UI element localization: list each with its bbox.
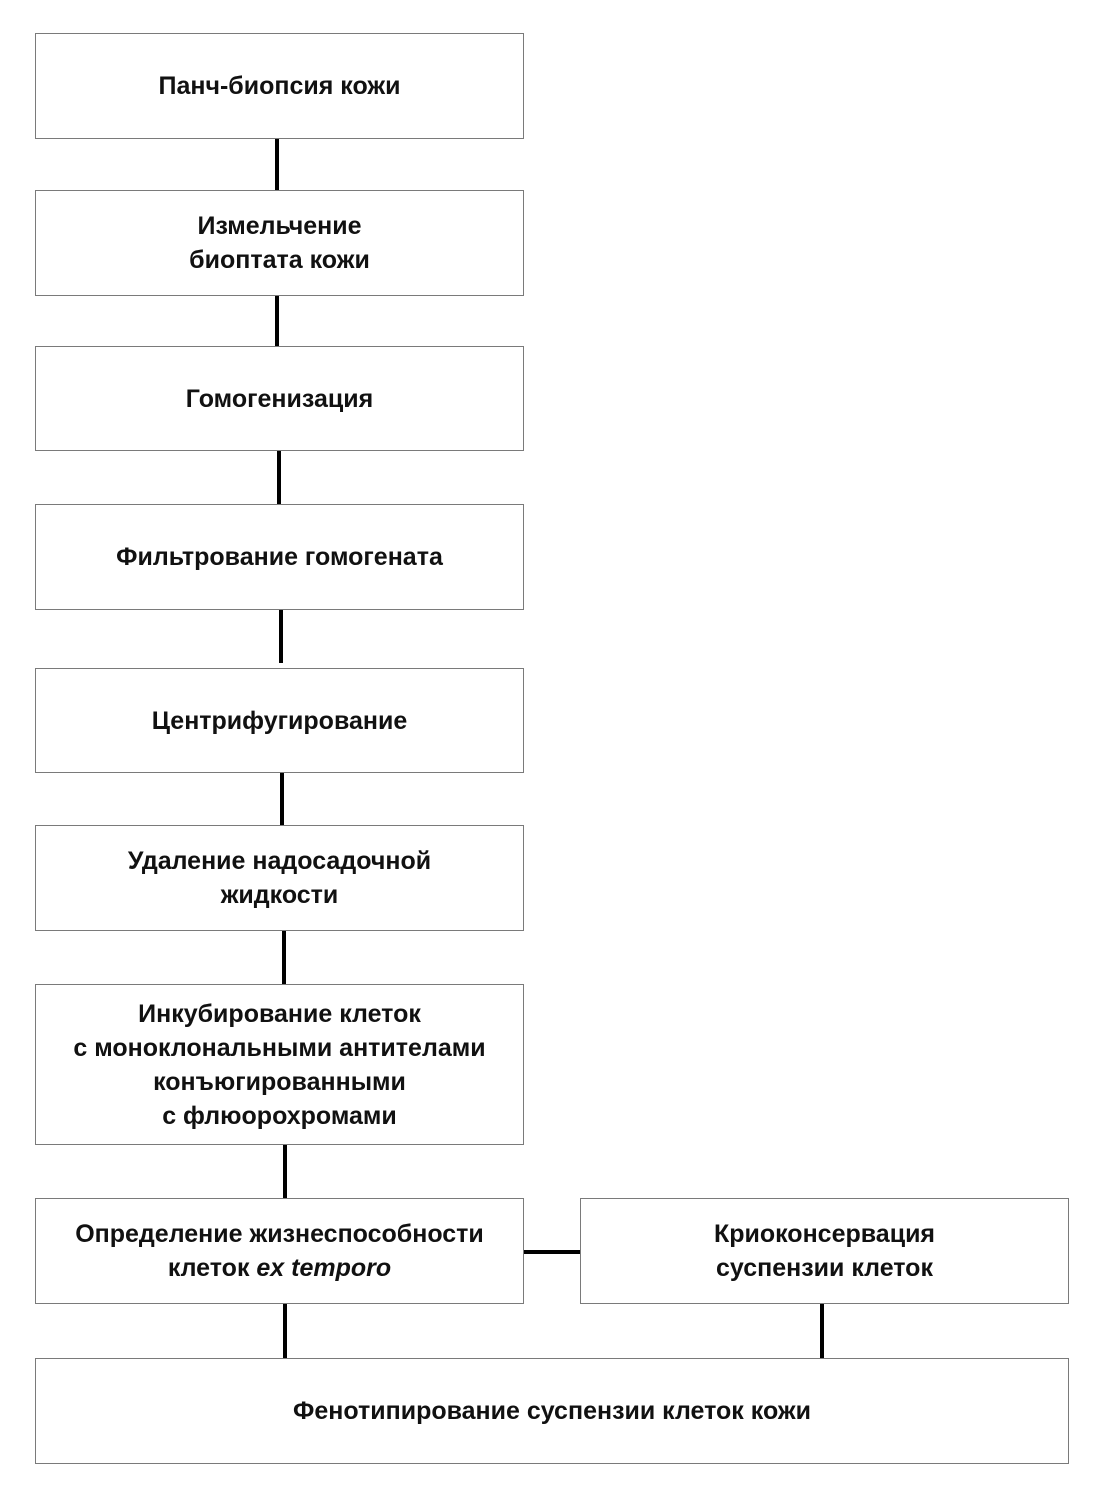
step-phenotyping: Фенотипирование суспензии клеток кожи [35,1358,1069,1464]
connector-line [283,1304,287,1358]
step-label: Панч-биопсия кожи [158,72,401,100]
step-label-line1: Измельчение [197,212,362,240]
step-label-line1: Определение жизнеспособности [75,1220,484,1248]
step-grinding: Измельчение биоптата кожи [35,190,524,296]
connector-line [275,296,279,346]
connector-line [820,1304,824,1358]
connector-line [283,1145,287,1198]
step-cryopreservation: Криоконсервация суспензии клеток [580,1198,1069,1304]
step-homogenization: Гомогенизация [35,346,524,451]
step-label-line1: Криоконсервация [713,1220,936,1248]
step-label: Гомогенизация [185,384,374,413]
connector-line [275,139,279,190]
step-label-line2: суспензии клеток [716,1254,933,1282]
step-label: Центрифугирование [151,706,408,735]
step-label-line2: с моноклональными антителами [73,1033,486,1062]
step-supernatant-removal: Удаление надосадочной жидкости [35,825,524,931]
step-label: Фенотипирование суспензии клеток кожи [293,1397,811,1425]
step-label-line3: конъюгированными [153,1067,406,1096]
step-label-line2: биоптата кожи [189,246,370,274]
step-label-line1: Удаление надосадочной [127,847,432,875]
step-centrifugation: Центрифугирование [35,668,524,773]
step-incubation: Инкубирование клеток с моноклональными а… [35,984,524,1145]
step-label-line2-italic: ex temporo [256,1254,392,1282]
connector-line [524,1250,580,1254]
connector-line [282,931,286,984]
step-label-line1: Инкубирование клеток [138,999,421,1028]
connector-line [277,451,281,504]
step-punch-biopsy: Панч-биопсия кожи [35,33,524,139]
step-label-line4: с флюорохромами [162,1101,397,1130]
step-filtration: Фильтрование гомогената [35,504,524,610]
step-label-line2: жидкости [220,881,339,909]
step-label: Фильтрование гомогената [116,543,443,571]
step-viability: Определение жизнеспособности клеток ex t… [35,1198,524,1304]
step-label-line2-prefix: клеток [167,1254,257,1282]
step-label-line2: клеток ex temporo [168,1251,391,1285]
connector-line [279,610,283,663]
connector-line [280,773,284,825]
